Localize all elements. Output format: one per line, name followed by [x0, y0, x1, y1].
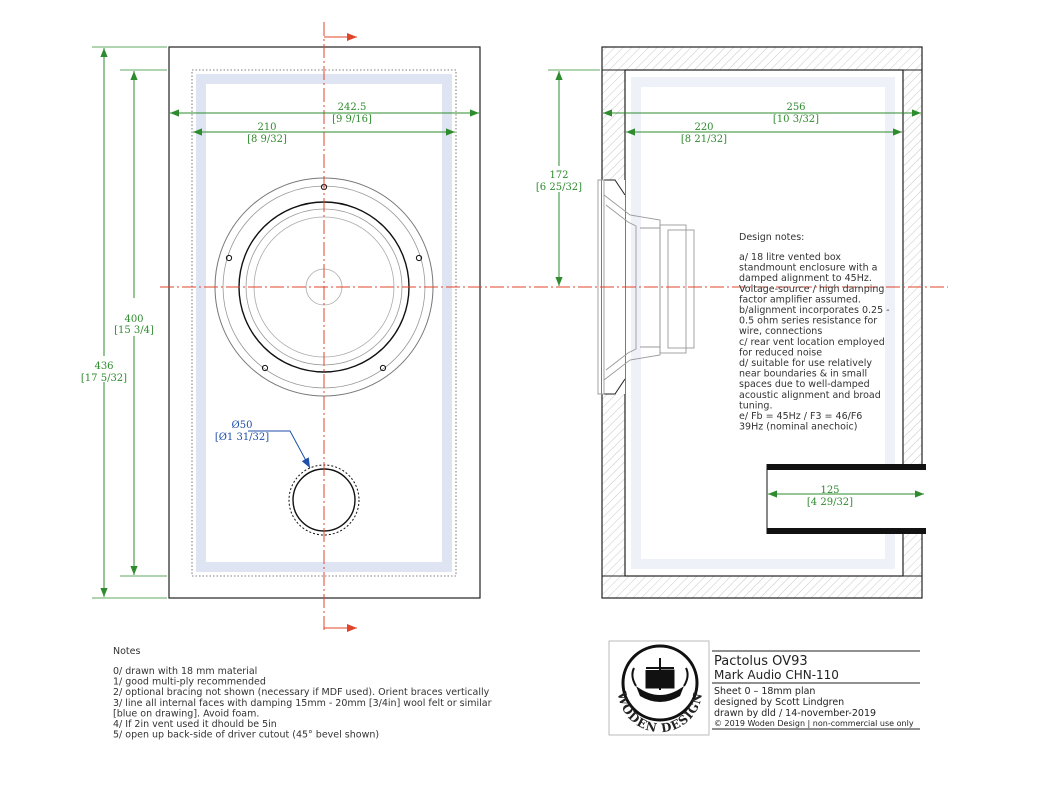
note-line: [blue on drawing]. Avoid foam. — [113, 708, 259, 719]
design-note-line: near boundaries & in small — [739, 369, 867, 380]
vent-tube-section — [767, 464, 925, 534]
design-note-line: b/alignment incorporates 0.25 - — [739, 305, 890, 316]
vent-leader — [248, 430, 311, 469]
design-notes-title: Design notes: — [739, 232, 804, 243]
front-view: Ø50 [Ø1 31/32] 242.5 [9 9/16] 210 [8 9/3… — [81, 22, 481, 633]
design-note-line: 0.5 ohm series resistance for — [739, 316, 877, 327]
dim-inner-width: 210 — [257, 122, 276, 133]
note-line: 2/ optional bracing not shown (necessary… — [113, 687, 490, 698]
designer-label: designed by Scott Lindgren — [714, 697, 844, 708]
design-notes: Design notes: a/ 18 litre vented boxstan… — [739, 232, 890, 433]
title-block: WODEN DESIGN Pactolus OV93 Mark Audio CH… — [608, 640, 920, 736]
design-note-line: a/ 18 litre vented box — [739, 252, 841, 263]
dim-vent-length-in: [4 29/32] — [807, 497, 853, 508]
driver-model: Mark Audio CHN-110 — [714, 668, 839, 682]
dim-outer-depth: 256 — [786, 102, 805, 113]
drawn-label: drawn by dld / 14-november-2019 — [714, 708, 876, 719]
dim-inner-height: 400 — [124, 314, 143, 325]
note-line: 3/ line all internal faces with damping … — [113, 698, 492, 709]
dim-driver-height-in: [6 25/32] — [536, 182, 582, 193]
side-view: 125 [4 29/32] 256 [10 3/32] 220 [8 21/32… — [536, 46, 926, 599]
outer-height-label-bg — [82, 356, 126, 382]
dim-inner-depth-in: [8 21/32] — [681, 134, 727, 145]
design-note-line: standmount enclosure with a — [739, 263, 877, 274]
dim-outer-depth-in: [10 3/32] — [773, 114, 819, 125]
note-line: 5/ open up back-side of driver cutout (4… — [113, 730, 379, 741]
design-note-line: for reduced noise — [739, 347, 822, 358]
dim-outer-width-in: [9 9/16] — [332, 114, 372, 125]
dim-vent-length: 125 — [820, 485, 839, 496]
design-note-line: d/ suitable for use relatively — [739, 358, 872, 369]
driver-cutout-bevel — [602, 179, 626, 395]
note-line: 0/ drawn with 18 mm material — [113, 666, 257, 677]
design-note-line: damped alignment to 45Hz. — [739, 273, 872, 284]
dim-driver-height: 172 — [549, 170, 568, 181]
dim-outer-width: 242.5 — [338, 102, 367, 113]
design-note-line: tuning. — [739, 400, 772, 411]
vent-dia-label: Ø50 — [232, 420, 253, 431]
copyright-label: © 2019 Woden Design | non-commercial use… — [714, 719, 914, 728]
design-note-line: acoustic alignment and broad — [739, 390, 881, 401]
dim-inner-width-in: [8 9/32] — [247, 134, 287, 145]
sheet-label: Sheet 0 – 18mm plan — [714, 686, 815, 697]
notes-title: Notes — [113, 646, 140, 657]
design-note-line: c/ rear vent location employed — [739, 337, 885, 348]
vent-dia-in-label: [Ø1 31/32] — [215, 432, 269, 443]
design-note-line: spaces due to well-damped — [739, 379, 870, 390]
design-note-line: wire, connections — [739, 326, 822, 337]
design-note-line: factor amplifier assumed. — [739, 294, 861, 305]
dim-inner-depth: 220 — [694, 122, 713, 133]
note-line: 4/ If 2in vent used it dhould be 5in — [113, 719, 277, 730]
inner-height-label-bg — [110, 298, 156, 336]
project-name: Pactolus OV93 — [714, 654, 808, 669]
design-note-line: Voltage-source / high damping — [739, 284, 884, 295]
driver-height-label-bg — [536, 166, 582, 192]
design-note-line: e/ Fb = 45Hz / F3 = 46/F6 — [739, 411, 862, 422]
design-note-line: 39Hz (nominal anechoic) — [739, 422, 858, 433]
dim-outer-height-in: [17 5/32] — [81, 373, 127, 384]
dim-outer-height: 436 — [94, 361, 113, 372]
note-line: 1/ good multi-ply recommended — [113, 677, 266, 688]
dim-inner-height-in: [15 3/4] — [114, 325, 154, 336]
